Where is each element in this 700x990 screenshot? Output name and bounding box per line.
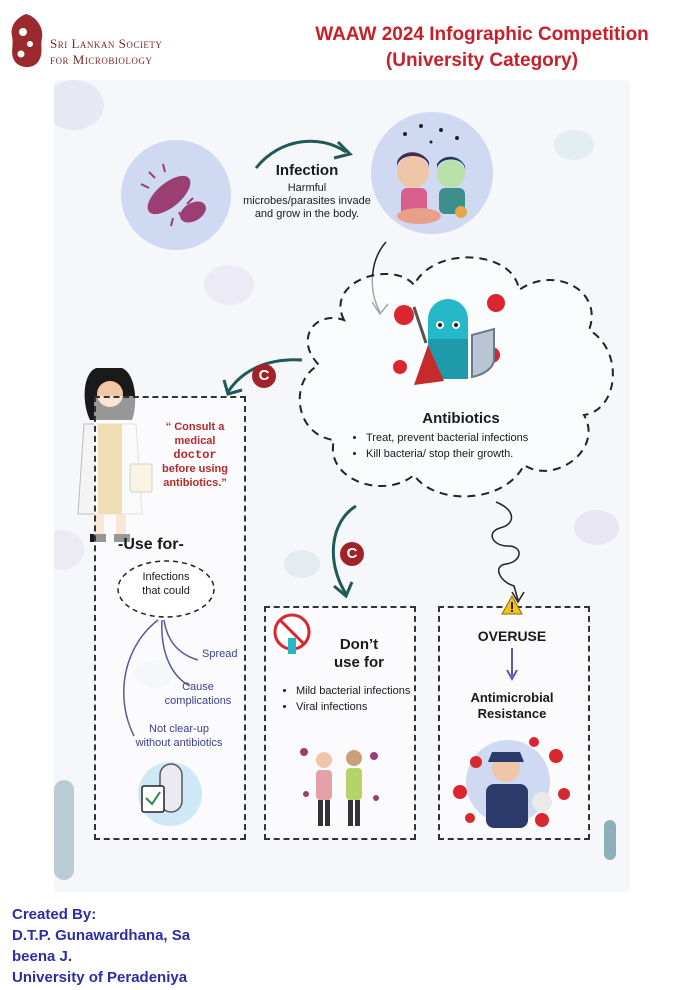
branch-not-clear: Not clear-up without antibiotics [124,722,234,750]
antibiotics-block: Antibiotics Treat, prevent bacterial inf… [336,410,586,463]
branch-not-clear-line2: without antibiotics [135,737,223,749]
dont-use-title-line1: Don’t [339,636,379,653]
credits-line1: Created By: [12,906,97,923]
bubble-line2: that could [142,585,190,597]
doctor-quote-line4: before using [161,463,228,475]
resistance-scene-icon [453,737,570,828]
use-for-branches [123,619,199,737]
antibiotics-points: Treat, prevent bacterial infections Kill… [336,431,586,461]
c-marker-icon: C [340,542,364,566]
title-line1: WAAW 2024 Infographic Competition [315,24,649,45]
doctor-quote-line5: antibiotics.” [163,477,227,489]
antibiotics-title: Antibiotics [422,410,500,427]
infections-bubble-text: Infections that could [114,570,218,598]
dont-use-title-line2: use for [333,654,384,671]
infection-desc-line2: microbes/parasites invade [243,195,371,207]
antibiotic-hero-icon [393,294,505,385]
infection-block: Infection Harmful microbes/parasites inv… [242,162,372,221]
overuse-title: OVERUSE [477,628,547,644]
branch-spread: Spread [202,648,238,660]
warning-icon [501,594,523,615]
dont-use-point: Viral infections [296,700,416,714]
credits-line2: D.T.P. Gunawardhana, Sa [12,927,191,944]
dont-use-point: Mild bacterial infections [296,684,416,698]
infection-desc-line3: and grow in the body. [254,208,360,220]
c-marker-icon: C [252,364,276,388]
decor-microbe-icon [554,130,594,160]
credits: Created By: D.T.P. Gunawardhana, Sa been… [12,904,272,988]
credits-line4: University of Peradeniya [12,969,188,986]
credits-line3: beena J. [12,948,73,965]
antibiotics-point: Kill bacteria/ stop their growth. [366,447,586,461]
amr-label-line2: Resistance [477,706,547,721]
doctor-quote-line2: medical [174,435,216,447]
arrow-to-infection-icon [254,139,353,169]
decor-microbe-icon [284,550,320,578]
title-line2: (University Category) [385,50,579,71]
arrow-to-overuse-icon [491,501,525,604]
no-pill-icon [273,613,311,654]
decor-microbe-icon [574,510,619,545]
amr-label: Antimicrobial Resistance [438,690,586,722]
infographic-panel: Infection Harmful microbes/parasites inv… [54,80,630,892]
amr-label-line1: Antimicrobial [470,690,554,705]
decor-microbe-icon [204,265,254,305]
bacteria-circle [121,140,231,250]
sick-adults-icon [300,748,379,826]
sick-children-circle [371,112,493,234]
doctor-quote-line3: doctor [173,448,217,462]
arrow-to-dont-use-icon [331,504,357,599]
society-name-line2: for Microbiology [50,52,153,67]
competition-title: WAAW 2024 Infographic Competition (Unive… [282,22,682,74]
overuse-arrow-icon [506,648,518,682]
dont-use-title: Don’t use for [324,636,394,672]
branch-complications: Cause complications [158,680,238,708]
bubble-line1: Infections [142,571,190,583]
doctor-quote: “ Consult a medical doctor before using … [154,420,236,490]
branch-complications-line2: complications [164,695,232,707]
bacteria-icon [140,163,206,227]
infection-title: Infection [275,162,339,179]
doctor-quote-line1: “ Consult a [165,421,225,433]
society-logo [6,12,46,70]
pill-checklist-icon [138,762,202,826]
decor-microbe-icon [54,780,74,880]
society-name: Sri Lankan Society for Microbiology [50,36,162,68]
decor-microbe-icon [54,80,104,130]
infections-bubble [117,560,215,618]
use-for-title: -Use for- [118,536,184,553]
sick-children-icon [397,124,467,224]
branch-not-clear-line1: Not clear-up [149,723,209,735]
decor-microbe-icon [604,820,616,860]
dont-use-points: Mild bacterial infections Viral infectio… [280,684,416,716]
infection-desc-line1: Harmful [287,182,327,194]
branch-complications-line1: Cause [182,681,214,693]
antibiotics-point: Treat, prevent bacterial infections [366,431,586,445]
society-name-line1: Sri Lankan Society [50,36,163,51]
